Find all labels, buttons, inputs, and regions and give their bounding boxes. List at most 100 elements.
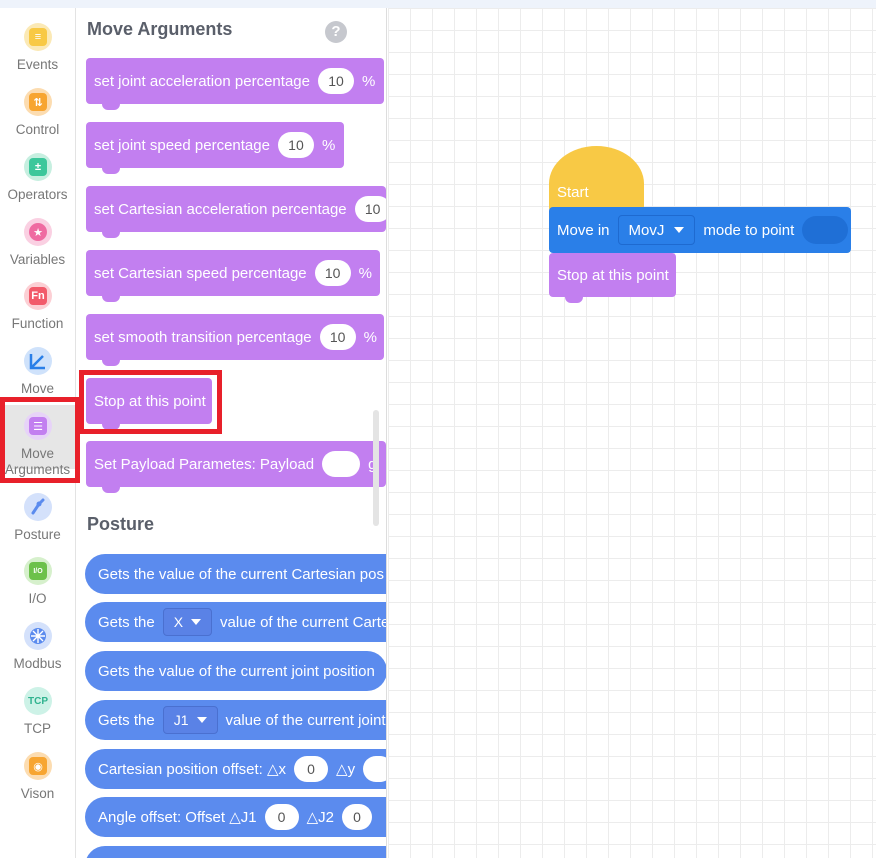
caret-down-icon — [674, 227, 685, 233]
block-get-cartesian-axis-value[interactable]: Gets the X value of the current Carte — [85, 602, 386, 642]
block-label: Gets the value of the current Cartesian … — [98, 565, 384, 583]
modbus-icon — [24, 622, 52, 650]
block-label: set joint acceleration percentage — [94, 72, 310, 90]
posture-icon — [24, 493, 52, 521]
workspace-stop-block[interactable]: Stop at this point — [549, 253, 676, 303]
category-label: Vison — [20, 786, 55, 801]
block-label: Gets the — [98, 613, 155, 631]
block-set-cartesian-acceleration[interactable]: set Cartesian acceleration percentage 10 — [86, 186, 386, 238]
help-icon[interactable]: ? — [325, 21, 347, 43]
category-label: Modbus — [13, 656, 62, 671]
payload-input[interactable] — [322, 451, 361, 477]
mode-dropdown[interactable]: MovJ — [617, 215, 696, 245]
block-label: set joint speed percentage — [94, 136, 270, 154]
category-operators[interactable]: ± Operators — [0, 146, 75, 210]
block-label: mode to point — [703, 221, 795, 239]
unit-label: g — [368, 456, 376, 473]
category-modbus[interactable]: Modbus — [0, 615, 75, 679]
events-icon: ≡ — [24, 23, 52, 51]
dropdown-value: J1 — [173, 712, 189, 728]
category-vision[interactable]: ◉ Vison — [0, 745, 75, 809]
block-label: △J2 — [306, 809, 334, 826]
category-variables[interactable]: ★ Variables — [0, 211, 75, 275]
block-get-cartesian-position[interactable]: Gets the value of the current Cartesian … — [85, 554, 386, 594]
block-get-joint-position[interactable]: Gets the value of the current joint posi… — [85, 651, 386, 691]
script-workspace[interactable]: Start Move in MovJ mode to point Stop at… — [388, 8, 876, 858]
section-title-posture: Posture — [87, 514, 155, 534]
axis-dropdown[interactable]: X — [162, 608, 213, 636]
block-get-joint-axis-value[interactable]: Gets the J1 value of the current joint — [85, 700, 386, 740]
value-input[interactable]: 10 — [314, 260, 351, 286]
value-input[interactable]: 10 — [354, 196, 386, 222]
category-label: Move — [20, 381, 54, 396]
block-label: Stop at this point — [557, 266, 669, 284]
category-label: Control — [15, 122, 60, 137]
unit-label: % — [358, 264, 372, 282]
point-slot[interactable] — [802, 216, 849, 244]
category-control[interactable]: ⇅ Control — [0, 81, 75, 145]
category-io[interactable]: I/O I/O — [0, 550, 75, 614]
category-move-arguments[interactable]: ☰ Move Arguments — [0, 405, 75, 477]
unit-label: % — [361, 72, 376, 90]
section-title-move-arguments: Move Arguments — [87, 19, 233, 39]
block-set-cartesian-speed[interactable]: set Cartesian speed percentage 10 % — [86, 250, 380, 302]
block-label: Angle offset: Offset △J1 — [98, 809, 257, 826]
category-sidebar: ≡ Events ⇅ Control ± Operators ★ Variabl… — [0, 8, 76, 858]
control-icon: ⇅ — [24, 88, 52, 116]
block-cartesian-offset[interactable]: Cartesian position offset: △x 0 △y — [85, 749, 386, 789]
block-label: set Cartesian acceleration percentage — [94, 200, 347, 218]
move-block[interactable]: Move in MovJ mode to point — [549, 207, 851, 253]
operators-icon: ± — [24, 153, 52, 181]
block-label: Move in — [557, 221, 610, 239]
vision-icon: ◉ — [24, 752, 52, 780]
tcp-icon: TCP — [24, 687, 52, 715]
category-events[interactable]: ≡ Events — [0, 16, 75, 80]
value-input[interactable]: 10 — [277, 132, 314, 158]
category-label: Posture — [14, 527, 61, 542]
block-set-payload[interactable]: Set Payload Parametes: Payload g — [86, 441, 386, 493]
category-label: Function — [11, 316, 64, 331]
category-posture[interactable]: Posture — [0, 486, 75, 550]
category-label: Events — [16, 57, 59, 72]
block-partial[interactable] — [85, 846, 386, 858]
block-label: set Cartesian speed percentage — [94, 264, 307, 282]
joint-dropdown[interactable]: J1 — [162, 706, 218, 734]
category-tcp[interactable]: TCP TCP — [0, 680, 75, 744]
category-label: Variables — [9, 252, 66, 267]
category-move[interactable]: Move — [0, 340, 75, 404]
palette-scrollbar[interactable] — [373, 410, 379, 526]
dropdown-value: X — [173, 614, 184, 630]
category-function[interactable]: Fn Function — [0, 275, 75, 339]
value-input[interactable]: 0 — [264, 804, 299, 830]
value-input[interactable]: 0 — [294, 756, 329, 782]
block-label: Start — [557, 184, 589, 201]
block-label: △y — [336, 761, 356, 778]
category-label: I/O — [28, 591, 47, 606]
block-label: Gets the value of the current joint posi… — [98, 662, 375, 680]
block-set-joint-speed[interactable]: set joint speed percentage 10 % — [86, 122, 344, 174]
block-label: set smooth transition percentage — [94, 328, 312, 346]
block-label: Gets the — [98, 711, 155, 729]
block-label: Cartesian position offset: △x — [98, 761, 287, 778]
block-label: value of the current joint — [225, 711, 386, 729]
block-label: Set Payload Parametes: Payload — [94, 455, 315, 473]
category-label: TCP — [24, 721, 51, 736]
block-set-smooth-transition[interactable]: set smooth transition percentage 10 % — [86, 314, 384, 366]
dropdown-value: MovJ — [628, 221, 665, 239]
value-input[interactable]: 10 — [319, 324, 356, 350]
move-icon — [24, 347, 52, 375]
caret-down-icon — [196, 717, 207, 723]
block-angle-offset[interactable]: Angle offset: Offset △J1 0 △J2 0 — [85, 797, 386, 837]
value-input[interactable] — [363, 756, 386, 782]
move-arguments-icon: ☰ — [24, 412, 52, 440]
unit-label: % — [363, 328, 377, 346]
value-input[interactable]: 10 — [317, 68, 354, 94]
block-stop-at-this-point[interactable]: Stop at this point — [86, 378, 212, 430]
start-hat-block[interactable]: Start — [549, 146, 644, 212]
value-input[interactable]: 0 — [341, 804, 372, 830]
category-label: Move Arguments — [4, 446, 71, 477]
variables-icon: ★ — [24, 218, 52, 246]
block-set-joint-acceleration[interactable]: set joint acceleration percentage 10 % — [86, 58, 384, 110]
block-palette: Move Arguments ? set joint acceleration … — [76, 8, 387, 858]
caret-down-icon — [191, 619, 202, 625]
